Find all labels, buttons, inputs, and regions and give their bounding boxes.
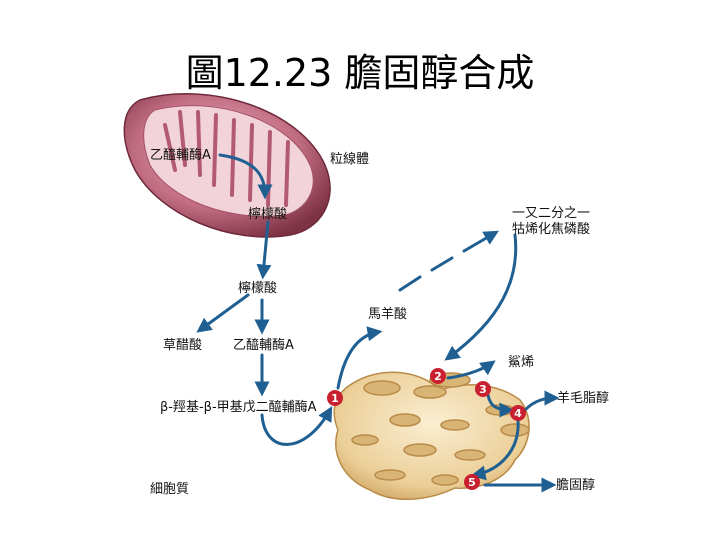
- label-pyrophosphate-1: 一又二分之一: [512, 206, 591, 221]
- label-pyrophosphate-2: 牯烯化焦磷酸: [512, 222, 591, 237]
- label-acetyl-coa-mito: 乙醯輔酶A: [150, 148, 211, 163]
- step-2-badge: 2: [430, 368, 446, 384]
- label-squalene: 鯊烯: [508, 355, 535, 370]
- label-acetyl-coa-cyto: 乙醯輔酶A: [233, 338, 294, 353]
- svg-text:4: 4: [514, 407, 522, 420]
- svg-text:5: 5: [468, 476, 476, 489]
- label-hmg-coa: β-羥基-β-甲基戊二醯輔酶A: [160, 400, 317, 415]
- page-title: 圖12.23 膽固醇合成: [185, 51, 535, 95]
- step-3-badge: 3: [475, 381, 491, 397]
- label-lanosterol: 羊毛脂醇: [557, 391, 610, 406]
- step-badges: 1 2 3 4 5: [327, 368, 526, 490]
- label-mevalonate: 馬羊酸: [368, 307, 408, 322]
- label-cytoplasm: 細胞質: [150, 482, 190, 497]
- pathway-arrows: [196, 153, 560, 493]
- mitochondrion: [123, 93, 331, 238]
- smooth-er: [333, 371, 530, 500]
- step-4-badge: 4: [510, 405, 526, 421]
- svg-text:3: 3: [479, 383, 487, 396]
- step-5-badge: 5: [464, 474, 480, 490]
- label-citrate-inner: 檸檬酸: [248, 207, 288, 222]
- label-oxaloacetate: 草醋酸: [163, 338, 203, 353]
- step-1-badge: 1: [327, 390, 343, 406]
- label-cholesterol: 膽固醇: [556, 478, 596, 493]
- svg-text:1: 1: [331, 392, 339, 405]
- svg-text:2: 2: [434, 370, 442, 383]
- label-citrate-outer: 檸檬酸: [238, 281, 278, 296]
- label-mitochondria: 粒線體: [330, 152, 370, 167]
